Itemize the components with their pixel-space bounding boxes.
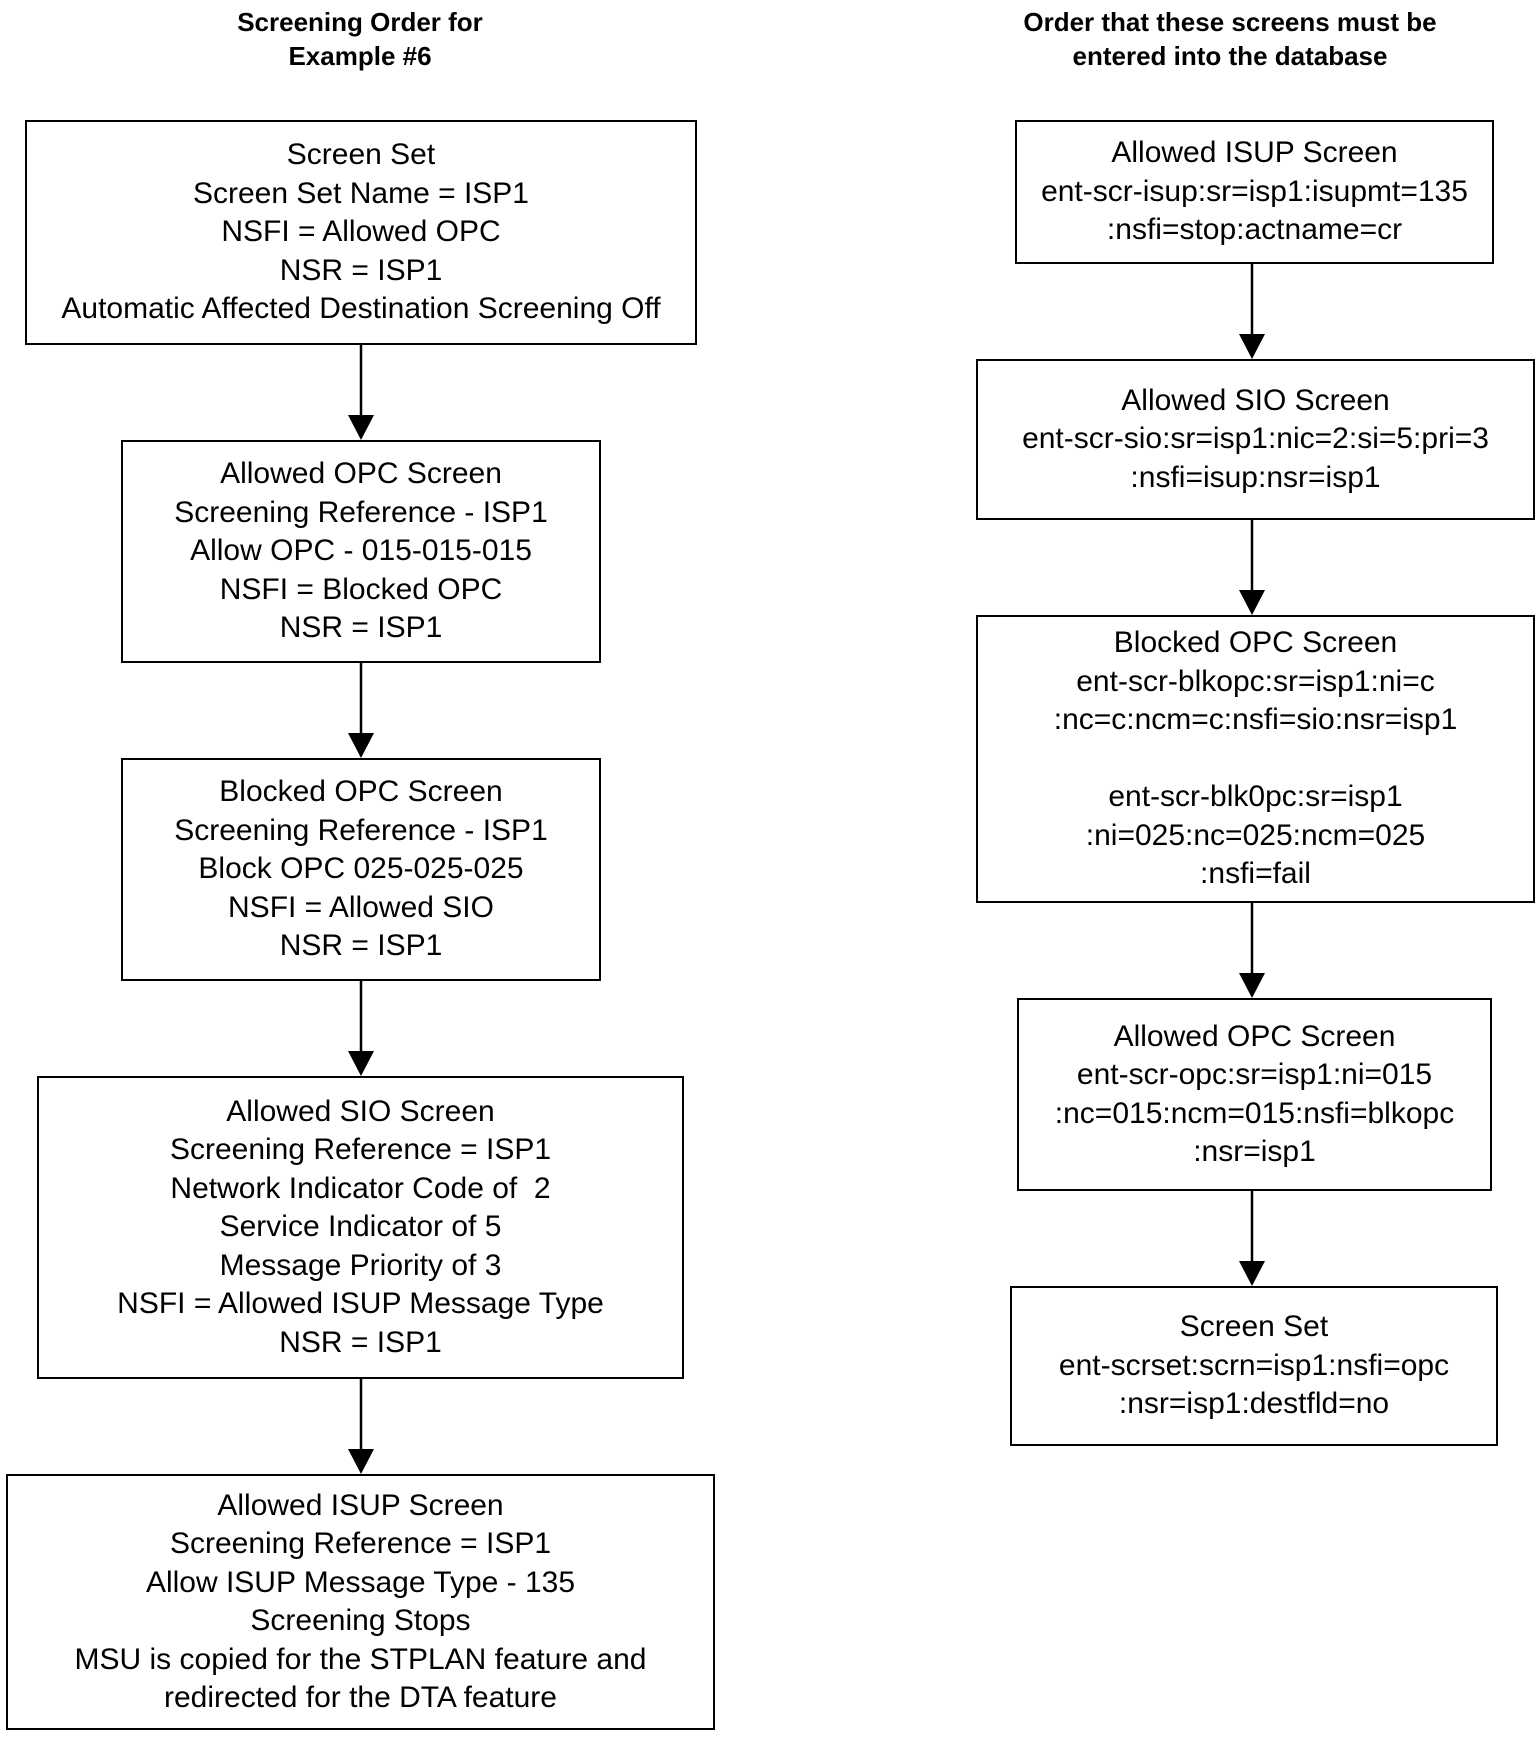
box-line: Allowed ISUP Screen	[217, 1488, 504, 1522]
box-line: Blocked OPC Screen	[219, 775, 503, 809]
box-line: Message Priority of 3	[219, 1248, 502, 1282]
box-line: NSFI = Allowed OPC	[221, 215, 501, 249]
box-line: NSFI = Allowed SIO	[228, 890, 494, 924]
cmd-allowed-sio-box: Allowed SIO Screen ent-scr-sio:sr=isp1:n…	[976, 359, 1535, 520]
box-line: Allowed ISUP Screen	[1111, 136, 1398, 170]
arrowhead	[348, 1051, 374, 1076]
allowed-isup-box: Allowed ISUP Screen Screening Reference …	[6, 1474, 715, 1730]
blocked-opc-box: Blocked OPC Screen Screening Reference -…	[121, 758, 601, 981]
heading-line: Screening Order for	[237, 7, 483, 37]
box-line: NSR = ISP1	[279, 253, 443, 287]
box-line: Allowed SIO Screen	[1121, 383, 1390, 417]
box-line: NSR = ISP1	[279, 611, 443, 645]
box-line: Screen Set	[1179, 1310, 1329, 1344]
heading-line: entered into the database	[1072, 41, 1388, 71]
heading-line: Example #6	[288, 41, 432, 71]
box-line: :nsfi=fail	[1200, 857, 1311, 891]
box-line: :nsr=isp1	[1193, 1135, 1316, 1168]
box-line: Service Indicator of 5	[219, 1210, 502, 1244]
box-line: :nsfi=isup:nsr=isp1	[1130, 460, 1381, 494]
cmd-screen-set-box: Screen Set ent-scrset:scrn=isp1:nsfi=opc…	[1010, 1286, 1498, 1446]
allowed-opc-box: Allowed OPC Screen Screening Reference -…	[121, 440, 601, 663]
box-line: :nc=015:ncm=015:nsfi=blkopc	[1054, 1096, 1455, 1130]
box-line: NSFI = Blocked OPC	[219, 572, 503, 606]
box-line: MSU is copied for the STPLAN feature and	[74, 1642, 647, 1676]
allowed-sio-box: Allowed SIO Screen Screening Reference =…	[37, 1076, 684, 1379]
heading-line: Order that these screens must be	[1023, 7, 1437, 37]
box-line: Screening Reference - ISP1	[174, 813, 548, 847]
arrowhead	[348, 415, 374, 440]
box-line: Allow OPC - 015-015-015	[190, 534, 532, 568]
arrowhead	[1239, 334, 1265, 359]
box-line: Screening Reference = ISP1	[169, 1527, 552, 1560]
arrowhead	[1239, 973, 1265, 998]
box-line: :nsr=isp1:destfld=no	[1118, 1387, 1390, 1421]
box-line: :nc=c:ncm=c:nsfi=sio:nsr=isp1	[1053, 703, 1458, 737]
box-line: redirected for the DTA feature	[164, 1681, 557, 1714]
box-line: ent-scr-blk0pc:sr=isp1	[1108, 780, 1403, 814]
box-line: Screen Set Name = ISP1	[192, 176, 529, 210]
arrowhead	[1239, 1261, 1265, 1286]
arrowhead	[348, 1449, 374, 1474]
right-column-heading: Order that these screens must be entered…	[950, 5, 1510, 73]
box-line: Block OPC 025-025-025	[198, 852, 524, 886]
box-line: NSR = ISP1	[279, 929, 443, 963]
box-line: NSR = ISP1	[279, 1325, 442, 1359]
box-line: ent-scrset:scrn=isp1:nsfi=opc	[1058, 1348, 1450, 1382]
box-line: Automatic Affected Destination Screening…	[61, 292, 661, 326]
cmd-blocked-opc-box: Blocked OPC Screen ent-scr-blkopc:sr=isp…	[976, 615, 1535, 903]
arrowhead	[348, 733, 374, 758]
left-column-heading: Screening Order for Example #6	[25, 5, 695, 73]
box-line: Allowed OPC Screen	[1113, 1019, 1396, 1053]
box-line: :nsfi=stop:actname=cr	[1106, 213, 1403, 247]
box-line: NSFI = Allowed ISUP Message Type	[117, 1287, 604, 1321]
cmd-allowed-isup-box: Allowed ISUP Screen ent-scr-isup:sr=isp1…	[1015, 120, 1494, 264]
box-line: ent-scr-blkopc:sr=isp1:ni=c	[1076, 664, 1435, 698]
box-line: Allowed OPC Screen	[220, 457, 502, 491]
box-line: :ni=025:nc=025:ncm=025	[1085, 818, 1426, 852]
box-line: Screening Reference = ISP1	[169, 1133, 552, 1167]
screen-set-box: Screen Set Screen Set Name = ISP1 NSFI =…	[25, 120, 697, 345]
box-line: Allowed SIO Screen	[226, 1094, 495, 1128]
arrowhead	[1239, 590, 1265, 615]
box-line: ent-scr-opc:sr=isp1:ni=015	[1076, 1058, 1433, 1091]
box-line: ent-scr-isup:sr=isp1:isupmt=135	[1041, 174, 1468, 208]
box-line: Network Indicator Code of 2	[170, 1171, 551, 1205]
box-line: Screening Reference - ISP1	[174, 495, 548, 529]
box-line: Blocked OPC Screen	[1113, 626, 1398, 660]
box-line: Screening Stops	[250, 1604, 471, 1637]
box-line: ent-scr-sio:sr=isp1:nic=2:si=5:pri=3	[1022, 422, 1489, 456]
box-line: Allow ISUP Message Type - 135	[145, 1565, 576, 1599]
cmd-allowed-opc-box: Allowed OPC Screen ent-scr-opc:sr=isp1:n…	[1017, 998, 1492, 1191]
box-line: Screen Set	[286, 138, 436, 172]
